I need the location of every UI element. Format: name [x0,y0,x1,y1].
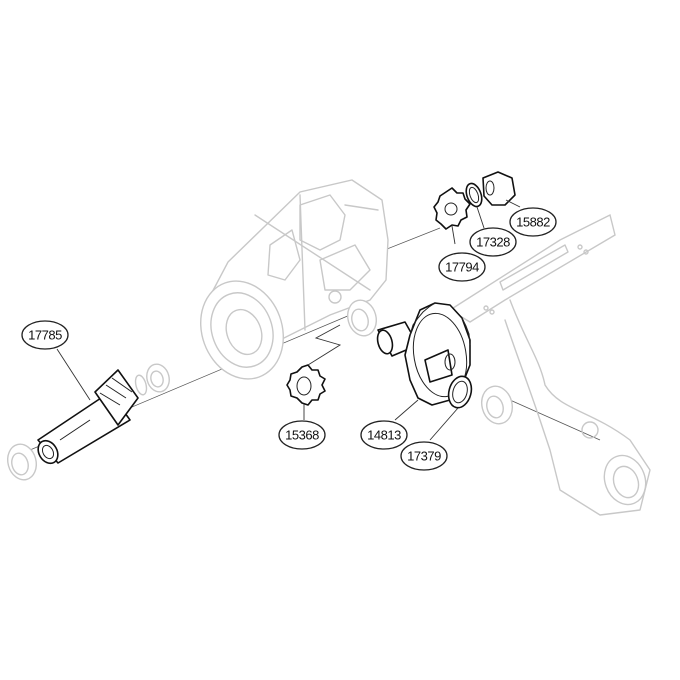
small-gear[interactable] [433,187,471,230]
callout-label-15882: 15882 [516,215,550,230]
callout-label-17785: 17785 [28,328,62,343]
callout-label-14813: 14813 [367,428,401,443]
callout-14813: 14813 [360,420,408,450]
oscillating-gear[interactable] [286,324,342,406]
callout-label-17379: 17379 [407,449,441,464]
bearing-ghost-lower [480,385,514,425]
side-plate-ghost [448,213,651,516]
callout-label-17328: 17328 [476,235,510,250]
callout-leaders [56,199,521,441]
washer-ring[interactable] [463,181,484,208]
pinion-gear-shaft[interactable] [34,369,139,467]
bearing-ghost-left [6,363,170,481]
callout-15368: 15368 [278,420,326,450]
bearing-ghost-upper [346,299,378,337]
drive-gear[interactable] [375,302,473,406]
callout-15882: 15882 [509,207,557,237]
washer[interactable] [445,374,475,411]
callout-label-15368: 15368 [285,428,319,443]
callout-17379: 17379 [400,441,448,471]
callout-label-17794: 17794 [445,260,479,275]
pinion-collar-gear[interactable] [482,171,516,206]
callout-17794: 17794 [438,252,486,282]
callout-17785: 17785 [21,320,69,350]
callout-17328: 17328 [469,227,517,257]
reel-body-ghost [200,179,389,380]
